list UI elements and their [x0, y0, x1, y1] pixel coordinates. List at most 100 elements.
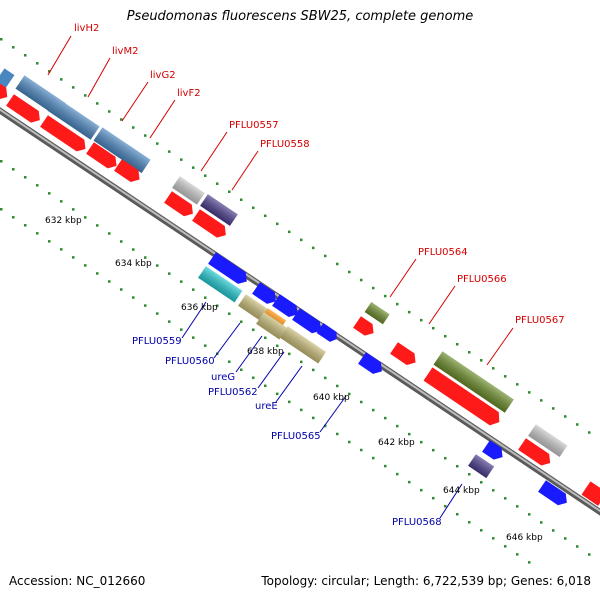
gene-label: PFLU0566	[457, 274, 507, 285]
tick-dot	[60, 248, 63, 251]
tick-dot	[468, 351, 471, 354]
kbp-label: 642 kbp	[378, 438, 415, 448]
gene-label: PFLU0565	[271, 431, 321, 442]
gene-label: ureG	[211, 372, 236, 383]
tick-dot	[252, 376, 255, 380]
tick-dot	[72, 256, 75, 259]
gene-gray-right	[528, 424, 568, 458]
gene-label: PFLU0559	[132, 336, 182, 347]
tick-dot	[72, 208, 75, 211]
kbp-label: 636 kbp	[181, 303, 218, 313]
gene-blue-c	[272, 294, 298, 317]
tick-dot	[60, 200, 63, 203]
tick-dot	[552, 407, 555, 410]
tick-dot	[468, 521, 471, 524]
tick-dot	[348, 440, 351, 444]
tick-dot	[276, 392, 279, 396]
tick-dot	[0, 160, 3, 163]
tick-dot-tracks	[0, 38, 591, 564]
tick-dot	[132, 126, 135, 129]
gene-livH2	[0, 68, 15, 89]
tick-dot	[240, 368, 243, 372]
gene-PFLU0568	[468, 454, 495, 479]
tick-dot	[444, 456, 447, 460]
tick-dot	[108, 280, 111, 283]
callout-lines-bottom	[181, 301, 463, 519]
tick-dot	[0, 38, 3, 41]
tick-dot	[336, 384, 339, 388]
callout-lines-top	[47, 35, 514, 366]
tick-dot	[228, 312, 231, 315]
gene-red-a	[0, 82, 8, 100]
tick-dot	[120, 288, 123, 291]
kbp-label: 646 kbp	[506, 533, 543, 543]
tick-dot	[384, 294, 387, 298]
tick-dot	[60, 78, 63, 81]
gene-red-f	[164, 191, 193, 217]
tick-dot	[312, 368, 315, 372]
tick-dot	[360, 448, 363, 452]
tick-dot	[456, 512, 459, 516]
tick-dot	[192, 336, 195, 339]
tick-dot	[480, 481, 483, 484]
reverse-strand-genes	[198, 252, 567, 506]
tick-dot	[516, 505, 519, 508]
gene-blue-d	[292, 308, 321, 334]
tick-dot	[528, 513, 531, 516]
tick-dot	[360, 400, 363, 404]
gene-label: PFLU0568	[392, 517, 442, 528]
tick-dot	[84, 264, 87, 267]
tick-dot	[108, 232, 111, 235]
tick-dot	[540, 399, 543, 402]
gene-livF2	[93, 127, 151, 174]
tick-dot	[336, 262, 339, 266]
tick-dot	[48, 192, 51, 195]
gene-PFLU0560	[238, 294, 270, 322]
tick-dot	[444, 504, 447, 508]
tick-dot	[384, 464, 387, 468]
gene-red-j	[518, 438, 551, 466]
kbp-label: 634 kbp	[115, 259, 152, 269]
gene-red-i	[390, 342, 416, 365]
tick-dot	[168, 150, 171, 153]
tick-dot	[504, 375, 507, 378]
tick-dot	[288, 352, 291, 356]
tick-dot	[216, 304, 219, 307]
tick-dot	[288, 230, 291, 234]
tick-dot	[36, 62, 39, 65]
gene-PFLU0557	[172, 176, 205, 205]
tick-dot	[312, 416, 315, 420]
tick-dot	[300, 238, 303, 242]
tick-dot	[492, 367, 495, 370]
tick-dot	[504, 497, 507, 500]
tick-dot	[144, 304, 147, 307]
tick-dot	[576, 545, 579, 548]
tick-dot	[120, 240, 123, 243]
gene-blue-a	[208, 252, 247, 284]
tick-dot	[168, 320, 171, 323]
tick-dot	[180, 328, 183, 331]
tick-dot	[216, 182, 219, 185]
tick-dot	[480, 529, 483, 532]
gene-label: livM2	[112, 46, 139, 57]
tick-dot	[24, 54, 27, 57]
tick-dot	[204, 296, 207, 299]
tick-dot	[156, 264, 159, 267]
gene-PFLU0566	[423, 367, 500, 426]
tick-dot	[492, 489, 495, 492]
tick-dot	[336, 432, 339, 436]
tick-dot	[204, 344, 207, 347]
tick-dot	[12, 216, 15, 219]
gene-red-g	[192, 209, 226, 238]
tick-dot	[156, 142, 159, 145]
tick-dot	[444, 334, 447, 338]
tick-dot	[24, 176, 27, 179]
tick-dot	[432, 326, 435, 330]
gene-label: livF2	[177, 88, 201, 99]
tick-dot	[504, 545, 507, 548]
gene-red-c	[40, 115, 86, 152]
gene-blue-f	[482, 440, 503, 460]
gene-PFLU0559	[198, 266, 243, 303]
gene-red-h	[353, 316, 374, 336]
